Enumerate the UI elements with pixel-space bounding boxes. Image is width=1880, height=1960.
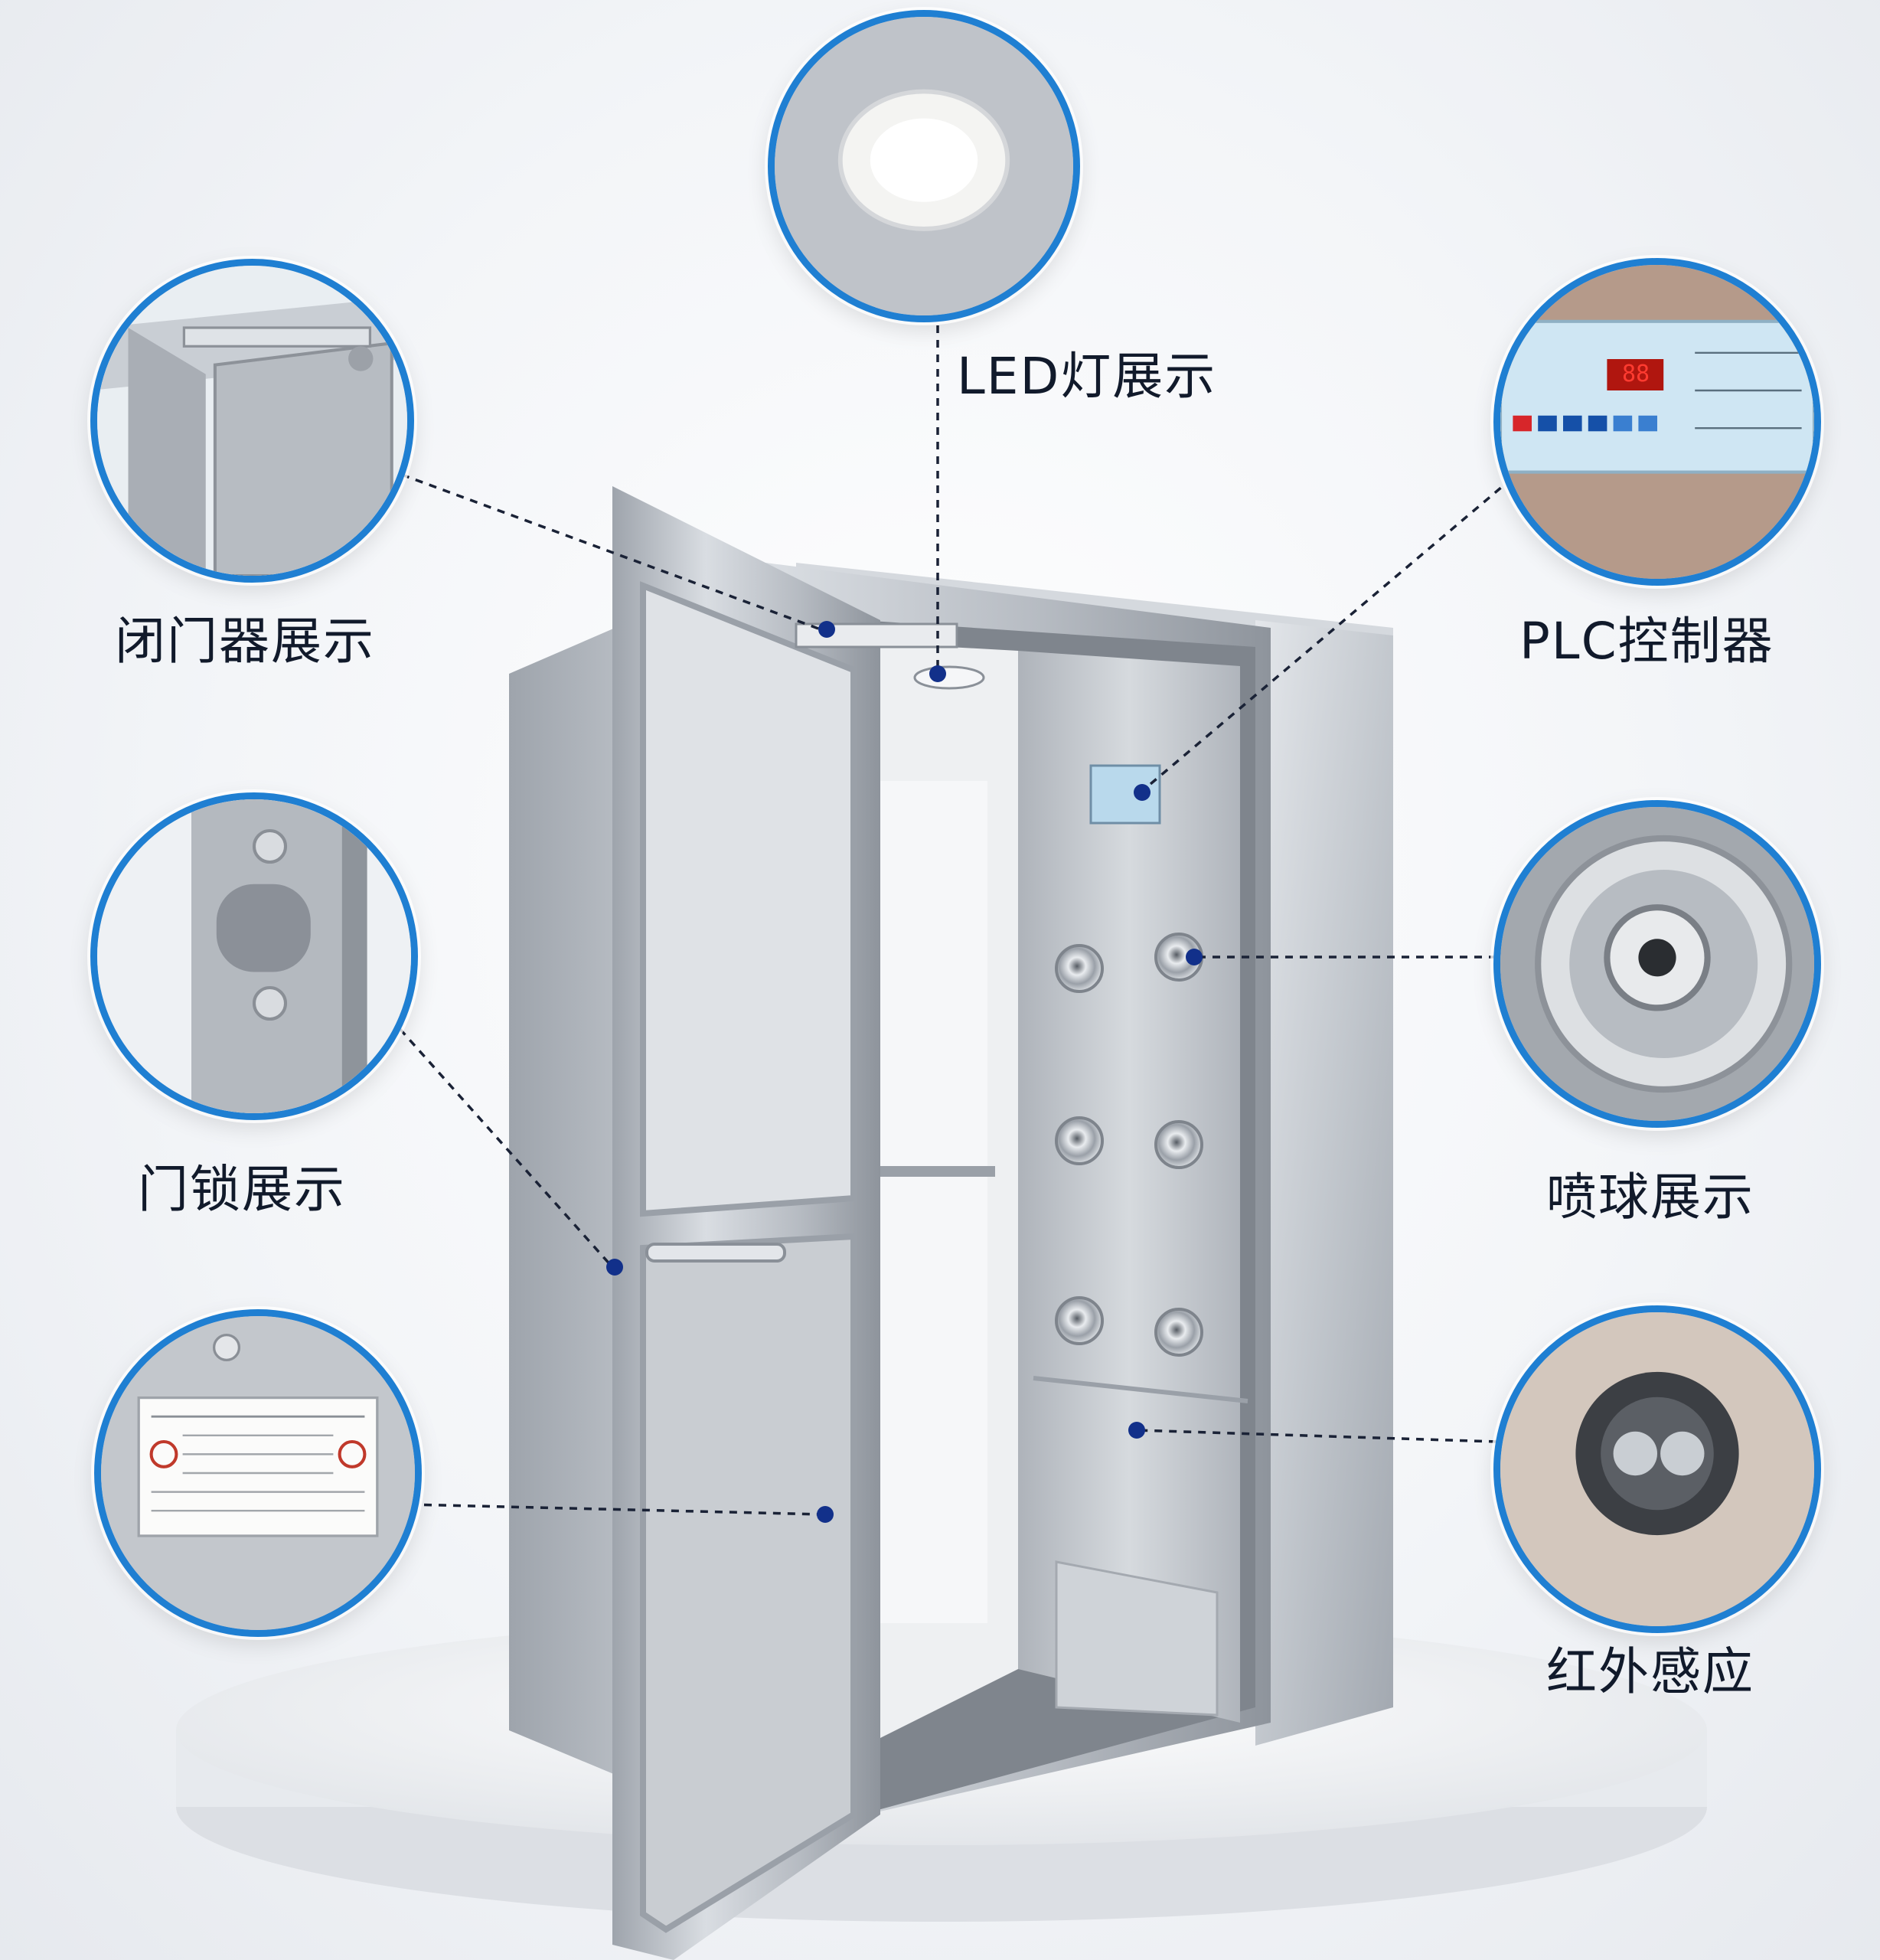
door-closer-icon [97, 266, 407, 576]
door-lock-icon [97, 799, 411, 1113]
anchor-dots [606, 621, 1203, 1523]
open-door [612, 486, 958, 1960]
door-lock-label: 门锁展示 [138, 1160, 346, 1219]
spray-nozzle-label: 喷球展示 [1546, 1168, 1754, 1227]
spray-nozzle-callout [1493, 800, 1821, 1128]
door-closer-label: 闭门器展示 [115, 612, 375, 671]
infrared-sensor-label: 红外感应 [1546, 1642, 1754, 1701]
infrared-sensor-callout [1493, 1305, 1821, 1633]
door-lock-callout [90, 792, 418, 1120]
infrared-sensor-icon [1500, 1312, 1814, 1626]
plc-digit-display: 88 [1621, 361, 1650, 387]
leader-lines [389, 325, 1513, 1516]
led-light-label: LED灯展示 [957, 347, 1217, 406]
plc-panel-icon [1500, 265, 1814, 579]
nozzle-grid [1055, 933, 1203, 1357]
plc-controller-label: PLC控制器 [1519, 612, 1774, 671]
door-closer-callout [90, 259, 414, 583]
led-light-icon [775, 17, 1073, 315]
led-light-callout [768, 10, 1080, 322]
nameplate-callout [94, 1309, 422, 1637]
spray-nozzle-icon [1500, 807, 1814, 1121]
nameplate-icon [101, 1316, 415, 1630]
plc-controller-callout: 88 [1493, 258, 1821, 586]
